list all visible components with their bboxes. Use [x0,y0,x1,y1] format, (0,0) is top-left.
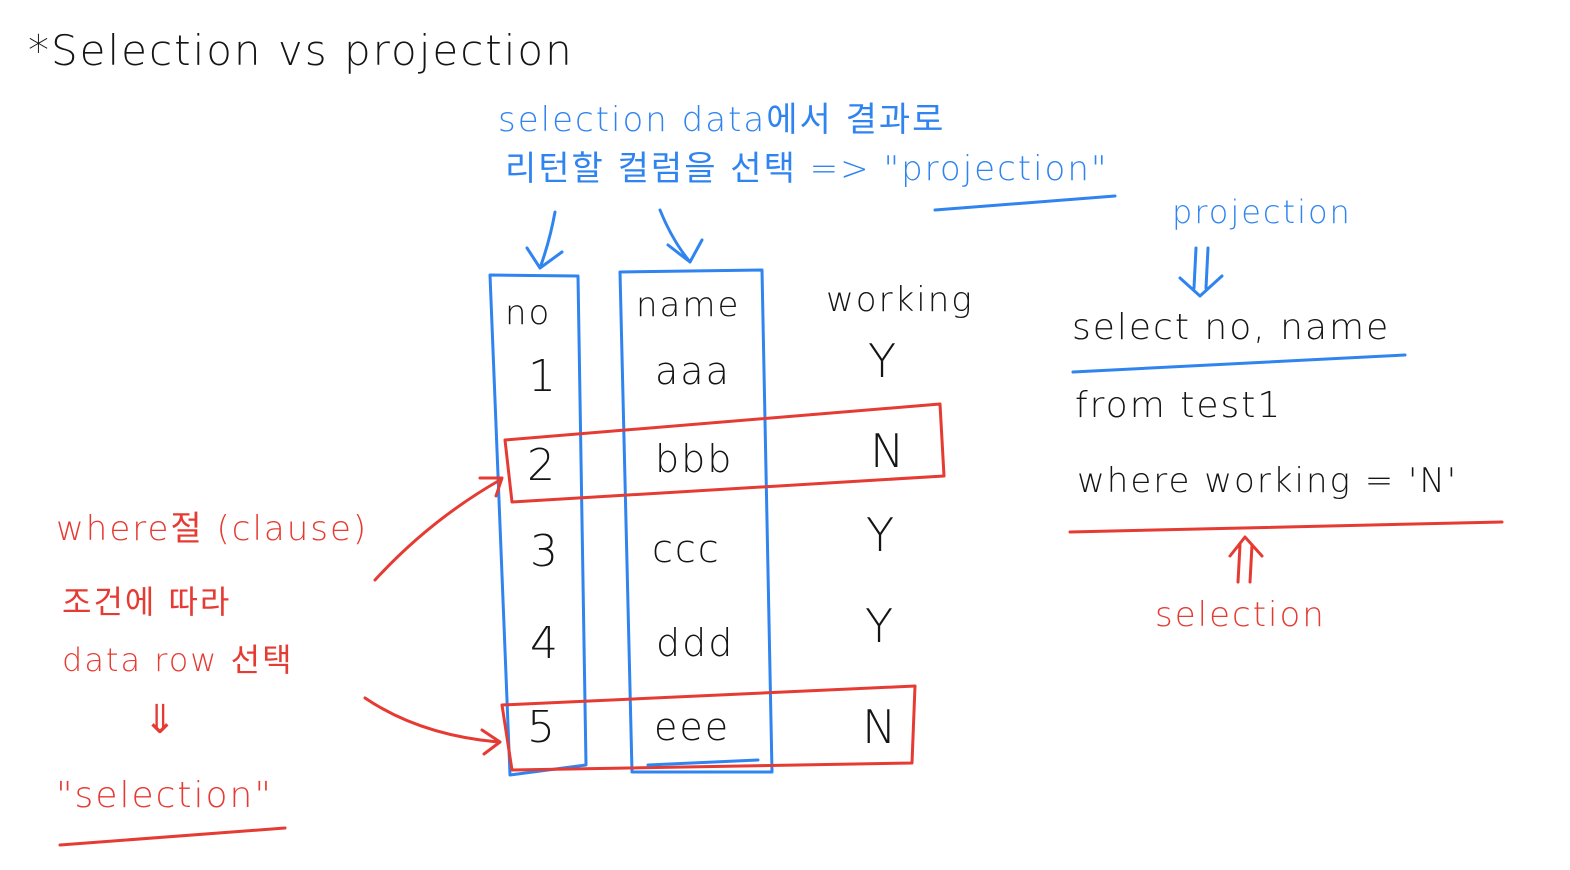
header-working: working [826,280,974,320]
arrow-to-row-2 [373,476,504,582]
eee-underline [646,758,760,767]
projection-label: projection [1172,193,1352,231]
cell-working: N [870,424,907,478]
selection-label: selection [1155,595,1326,635]
arrow-to-name-column [658,208,704,264]
cell-no: 3 [530,526,560,577]
projection-note-line-1: selection data에서 결과로 [498,100,946,140]
projection-note-line-2: 리턴할 컬럼을 선택 => "projection" [505,149,1109,189]
row-5-highlight-box [500,684,917,772]
arrow-to-no-column [525,210,564,270]
no-column-box [488,273,588,777]
cell-name: ccc [652,527,721,571]
sql-where-line: where working = 'N' [1077,461,1459,501]
cell-name: bbb [655,437,734,481]
selection-note-line-4: "selection" [56,775,273,816]
cell-name: eee [654,705,731,749]
cell-no: 1 [528,351,558,402]
selection-note-line-2: 조건에 따라 [62,583,232,621]
selection-note-line-3: data row 선택 [62,641,294,679]
cell-working: Y [865,599,896,653]
projection-note-underline [933,194,1117,212]
cell-working: N [862,700,899,754]
cell-working: Y [868,334,899,388]
cell-no: 2 [527,440,557,491]
cell-no: 4 [530,618,560,669]
cell-working: Y [866,508,897,562]
where-line-underline [1068,520,1504,534]
select-line-underline [1071,353,1407,374]
arrow-to-row-5 [363,696,502,756]
header-no: no [505,293,552,333]
cell-name: ddd [656,621,735,665]
sql-select-line: select no, name [1072,307,1391,348]
projection-double-arrow [1178,246,1224,298]
selection-note-line-1: where절 (clause) [56,509,369,549]
selection-double-arrow [1228,535,1264,584]
page-title: *Selection vs projection [28,26,574,75]
header-name: name [636,285,741,325]
cell-no: 5 [527,702,557,753]
sql-from-line: from test1 [1075,385,1283,426]
cell-name: aaa [655,349,731,393]
selection-quote-underline [58,826,287,847]
row-2-highlight-box [503,402,946,504]
name-column-box [618,268,774,774]
selection-note-arrow: ⇓ [143,697,177,743]
